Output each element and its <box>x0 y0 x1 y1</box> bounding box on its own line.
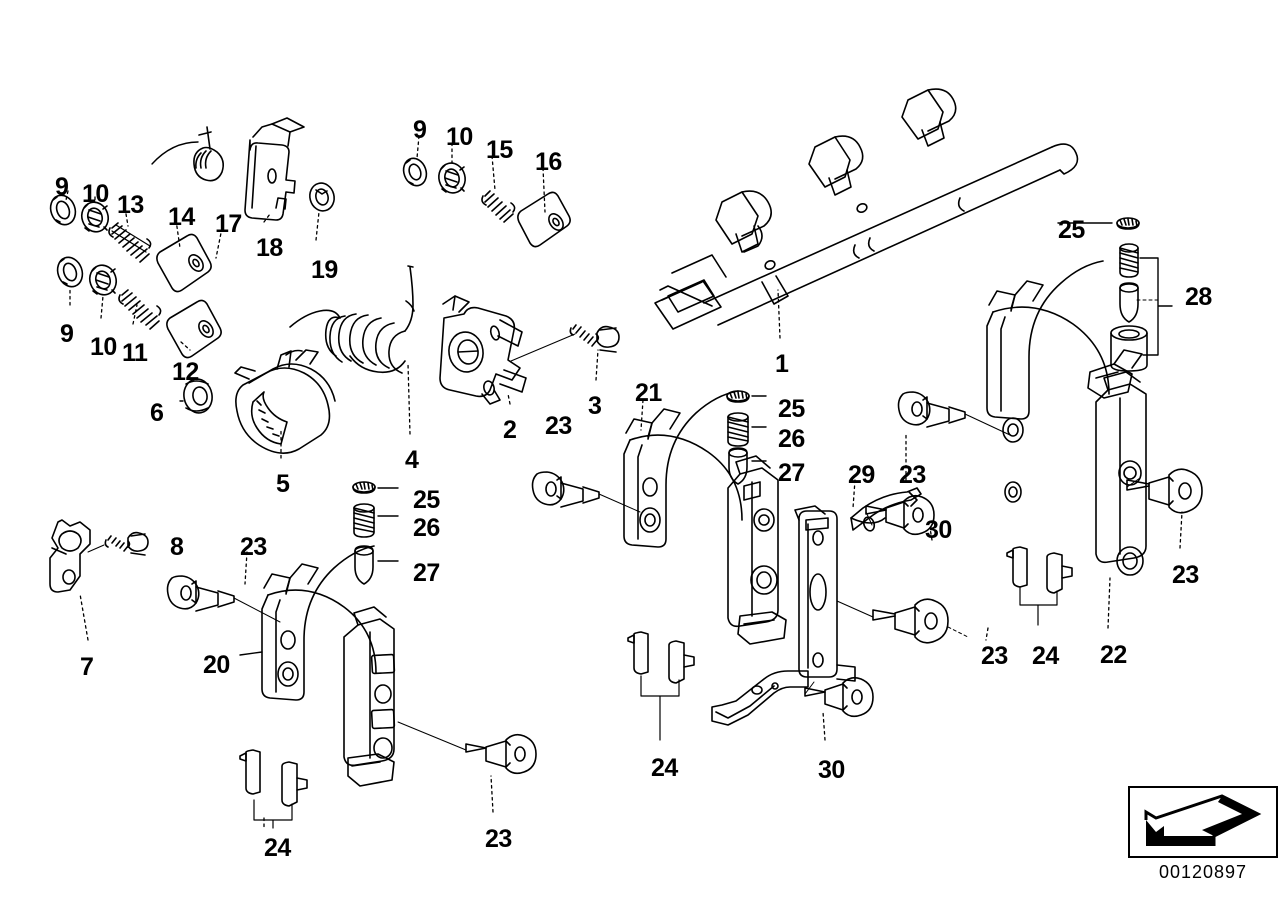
part-shiftarm-18 <box>244 117 305 221</box>
part-lower-lever <box>711 670 809 726</box>
part-screwplug-25b <box>726 390 750 403</box>
part-spring-26a <box>353 503 375 538</box>
part-spring-26b <box>727 412 749 447</box>
part-spring-28-spring <box>1119 243 1139 278</box>
callout-25b: 25 <box>778 395 805 423</box>
callout-25a: 25 <box>413 486 440 514</box>
part-bolt-3 <box>510 324 620 362</box>
callout-23c: 23 <box>545 412 572 440</box>
part-selector-shaft-1 <box>654 88 1079 330</box>
bent-arrow-icon <box>1144 794 1262 846</box>
callout-1: 1 <box>775 350 789 378</box>
part-screwplug-10b <box>88 264 118 296</box>
callout-9a: 9 <box>55 173 69 201</box>
callout-12: 12 <box>172 358 199 386</box>
part-washer-9b <box>56 256 84 288</box>
part-pin-23c <box>531 471 641 513</box>
callout-11: 11 <box>122 339 148 367</box>
part-shoe-24c <box>1006 546 1073 626</box>
callout-18: 18 <box>256 234 283 262</box>
part-pin-23d <box>897 391 1011 436</box>
part-shoe-24a <box>239 749 308 829</box>
callout-4: 4 <box>405 446 419 474</box>
part-pin-30b <box>804 676 874 718</box>
callout-25c: 25 <box>1058 216 1085 244</box>
watermark-box <box>1128 786 1278 858</box>
part-shift-fork-20 <box>261 545 396 787</box>
part-pin-30a <box>865 494 935 536</box>
callout-20: 20 <box>203 651 230 679</box>
callout-27b: 27 <box>778 459 805 487</box>
callout-5: 5 <box>276 470 290 498</box>
callout-30b: 30 <box>818 756 845 784</box>
callout-10c: 10 <box>446 123 473 151</box>
callout-22: 22 <box>1100 641 1127 669</box>
part-washer-9a <box>49 194 77 226</box>
part-screwplug-25a <box>352 481 376 494</box>
callout-24b: 24 <box>651 754 678 782</box>
callout-9b: 9 <box>60 320 74 348</box>
callout-16: 16 <box>535 148 562 176</box>
callout-17: 17 <box>215 210 242 238</box>
callout-3: 3 <box>588 392 602 420</box>
callout-2: 2 <box>503 416 517 444</box>
part-pin-23a <box>166 575 281 623</box>
part-pin-12 <box>166 299 222 359</box>
callout-21: 21 <box>635 379 662 407</box>
callout-23a: 23 <box>240 533 267 561</box>
part-washer-9c <box>402 157 428 187</box>
part-screwplug-25c <box>1057 217 1140 230</box>
part-ring-19 <box>309 182 335 212</box>
part-shift-fork-21 <box>623 390 787 645</box>
part-bushing-6 <box>183 378 213 414</box>
callout-26a: 26 <box>413 514 440 542</box>
part-shift-lever-housing-2 <box>439 295 527 405</box>
callout-9c: 9 <box>413 116 427 144</box>
callout-29: 29 <box>848 461 875 489</box>
callout-26b: 26 <box>778 425 805 453</box>
part-detent-lever-7 <box>49 519 91 593</box>
part-torsion-spring-4 <box>289 265 415 374</box>
callout-13: 13 <box>117 191 144 219</box>
callout-10a: 10 <box>82 180 109 208</box>
part-pin-14 <box>156 233 212 293</box>
part-shift-fork-22 <box>986 260 1147 576</box>
part-spring-13 <box>108 222 152 263</box>
callout-23b: 23 <box>485 825 512 853</box>
part-spring-15 <box>481 190 516 223</box>
callout-6: 6 <box>150 399 164 427</box>
callout-7: 7 <box>80 653 94 681</box>
callout-27a: 27 <box>413 559 440 587</box>
watermark-number: 00120897 <box>1158 862 1248 882</box>
callout-28: 28 <box>1185 283 1212 311</box>
part-pin-23e <box>836 598 969 644</box>
callout-24a: 24 <box>264 834 291 862</box>
callout-14: 14 <box>168 203 195 231</box>
part-screwplug-10c <box>438 162 466 194</box>
callout-30a: 30 <box>925 516 952 544</box>
part-selector-rail-29 <box>805 487 922 532</box>
callout-19: 19 <box>311 256 338 284</box>
callout-8: 8 <box>170 533 184 561</box>
callout-23d: 23 <box>899 461 926 489</box>
part-shoe-24b <box>627 631 695 741</box>
part-pin-27a <box>354 545 374 585</box>
part-pin-23b <box>397 721 537 775</box>
callout-23e: 23 <box>981 642 1008 670</box>
part-pin-16 <box>517 191 571 248</box>
part-selector-sleeve-5 <box>234 349 336 454</box>
part-pin-23f <box>1126 468 1203 514</box>
callout-15: 15 <box>486 136 513 164</box>
part-screw-8 <box>87 531 149 556</box>
part-bracket-plate <box>794 505 856 682</box>
part-spring-17 <box>151 126 224 182</box>
part-bushing-28-cup <box>1110 325 1148 372</box>
callout-10b: 10 <box>90 333 117 361</box>
callout-23f: 23 <box>1172 561 1199 589</box>
part-screwplug-10a <box>80 201 110 233</box>
part-pin-28-pin <box>1119 282 1139 323</box>
callout-24c: 24 <box>1032 642 1059 670</box>
part-spring-11 <box>118 289 162 330</box>
